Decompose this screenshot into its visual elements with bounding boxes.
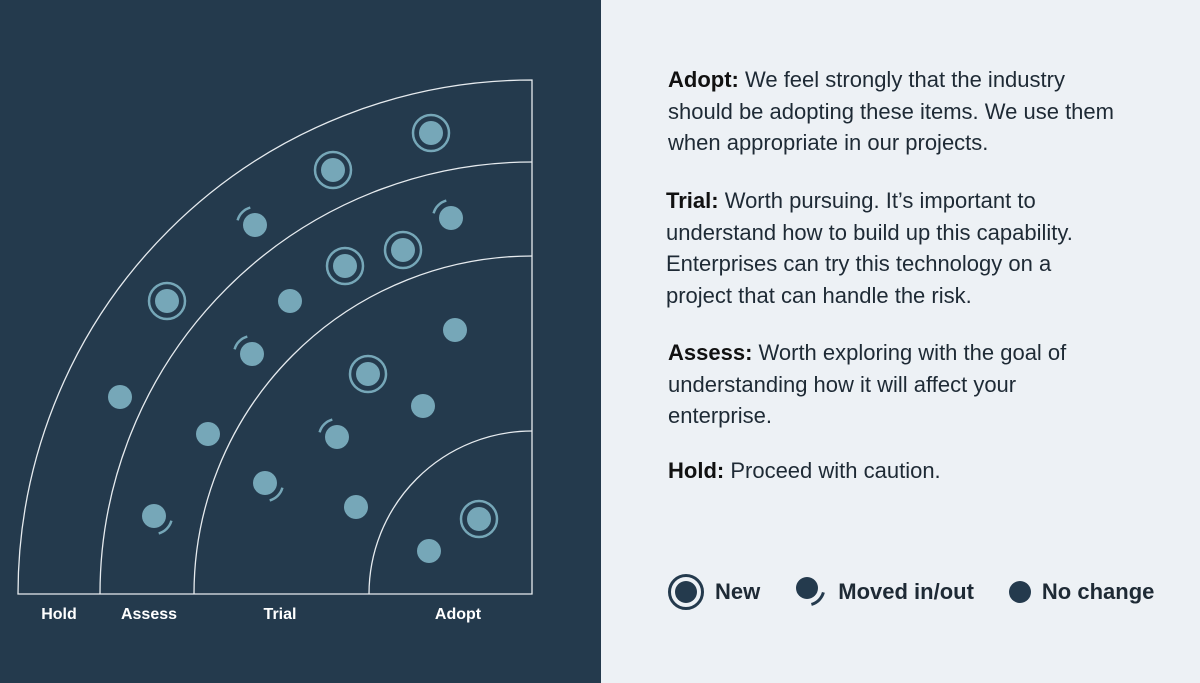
ring-label-assess: Assess (121, 606, 177, 623)
dot-icon (1008, 581, 1031, 603)
blip-moved[interactable] (318, 418, 349, 449)
definition-text-assess: Worth exploring with the goal of underst… (668, 340, 1067, 428)
blip-moved[interactable] (253, 471, 284, 502)
radar-chart: Hold Assess Trial Adopt (17, 79, 533, 623)
blip-no-change[interactable] (443, 318, 467, 342)
blip-new[interactable] (325, 246, 365, 286)
blip-moved[interactable] (236, 206, 267, 237)
blip-no-change[interactable] (278, 289, 302, 313)
ring-label-adopt: Adopt (435, 606, 482, 623)
radar-panel: Hold Assess Trial Adopt (0, 0, 601, 683)
legend-label-no-change: No change (1041, 579, 1155, 604)
ring-label-hold: Hold (41, 606, 77, 623)
blip-moved[interactable] (432, 199, 463, 230)
definition-hold: Hold: Proceed with caution. (668, 455, 1118, 487)
ring-boundary-trial (193, 255, 533, 595)
blip-new[interactable] (383, 230, 423, 270)
blip-no-change[interactable] (196, 422, 220, 446)
ring-boundary-hold (17, 79, 533, 595)
blip-no-change[interactable] (411, 394, 435, 418)
blip-new[interactable] (147, 281, 187, 321)
blip-new[interactable] (348, 354, 388, 394)
legend: New Moved in/out No change (667, 574, 1154, 610)
definition-trial: Trial: Worth pursuing. It’s important to… (666, 185, 1116, 311)
blip-moved[interactable] (142, 504, 173, 535)
definitions-panel: Adopt: We feel strongly that the industr… (601, 0, 1200, 683)
ring-dot-icon (668, 574, 704, 610)
definition-adopt: Adopt: We feel strongly that the industr… (668, 64, 1118, 159)
legend-label-new: New (715, 579, 761, 604)
blip-no-change[interactable] (344, 495, 368, 519)
definition-term-adopt: Adopt: (668, 67, 739, 92)
legend-item-new: New (667, 573, 760, 611)
blip-no-change[interactable] (417, 539, 441, 563)
definition-text-adopt: We feel strongly that the industry shoul… (668, 67, 1114, 155)
definition-assess: Assess: Worth exploring with the goal of… (668, 337, 1098, 432)
blip-moved[interactable] (233, 335, 264, 366)
ring-label-trial: Trial (264, 606, 297, 623)
definition-term-hold: Hold: (668, 458, 725, 483)
ring-boundary-assess (99, 161, 533, 595)
legend-label-moved: Moved in/out (838, 579, 974, 604)
blip-new[interactable] (459, 499, 499, 539)
legend-item-moved: Moved in/out (794, 575, 974, 609)
blip-new[interactable] (411, 113, 451, 153)
definition-term-trial: Trial: (666, 188, 719, 213)
definition-text-hold: Proceed with caution. (730, 458, 941, 483)
definition-term-assess: Assess: (668, 340, 753, 365)
definition-text-trial: Worth pursuing. It’s important to unders… (666, 188, 1073, 308)
ring-boundary-adopt (368, 430, 533, 595)
arc-dot-icon (796, 577, 826, 606)
legend-item-no-change: No change (1008, 579, 1154, 605)
blip-no-change[interactable] (108, 385, 132, 409)
blip-new[interactable] (313, 150, 353, 190)
